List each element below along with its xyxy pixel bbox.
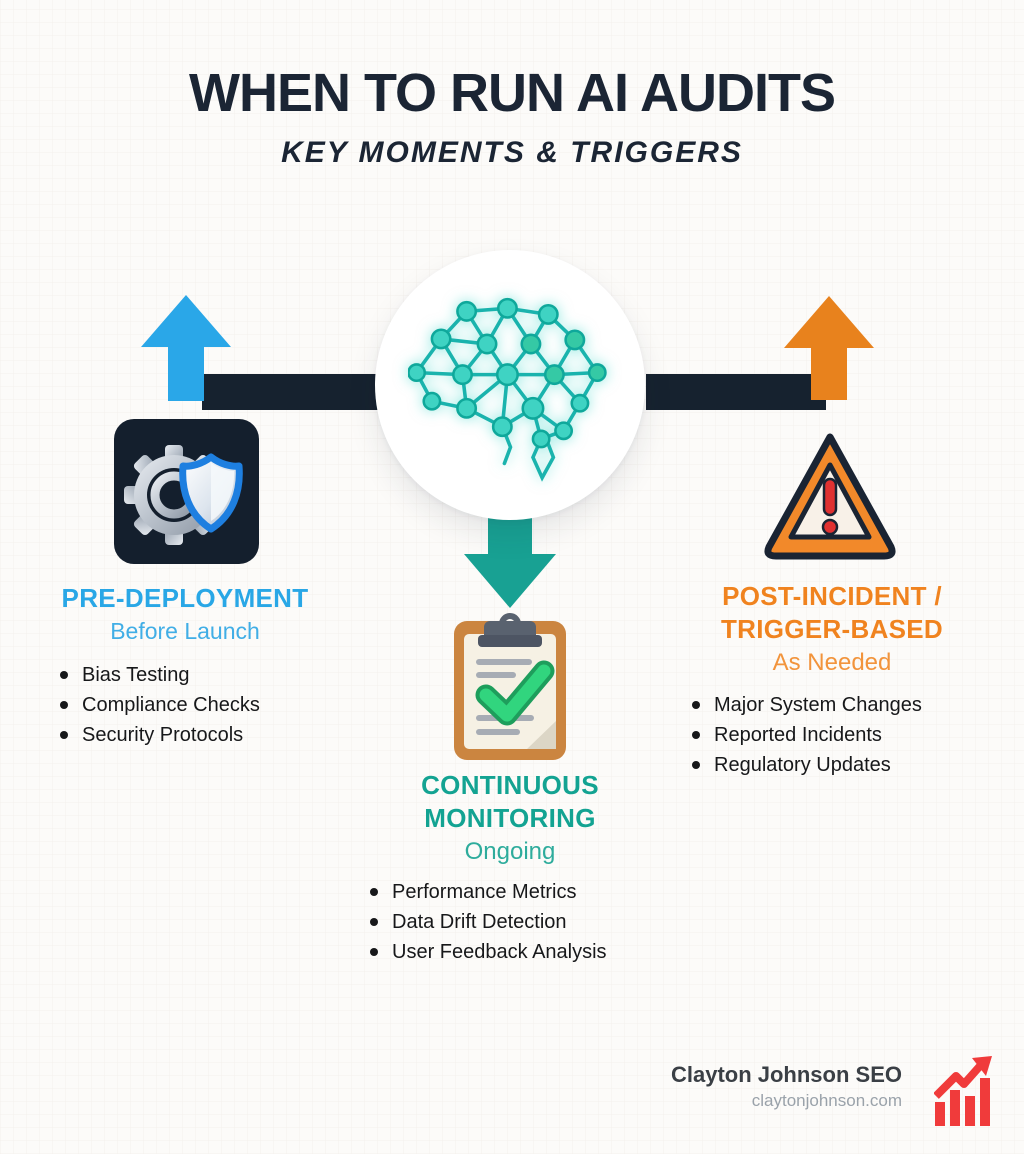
gear-shield-icon [114,419,259,564]
section-pre-deployment: PRE-DEPLOYMENT Before Launch [22,582,348,645]
bullet-dot [370,888,378,896]
post-incident-list: Major System Changes Reported Incidents … [692,690,922,780]
bullet-dot [60,701,68,709]
list-item: User Feedback Analysis [370,937,607,967]
list-item-label: Compliance Checks [82,694,260,716]
connector-bar-right [646,374,826,410]
bullet-dot [370,918,378,926]
neural-network-brain-icon [407,297,607,482]
bullet-dot [692,731,700,739]
list-item-label: Major System Changes [714,694,922,716]
section-continuous-monitoring: CONTINUOUS MONITORING Ongoing [355,769,665,866]
up-arrow-orange-icon [784,296,874,400]
clipboard-check-icon [454,613,566,760]
up-arrow-blue-icon [141,295,231,401]
bullet-dot [692,701,700,709]
list-item-label: Reported Incidents [714,724,882,746]
central-hub-circle [375,250,645,520]
list-item-label: Security Protocols [82,724,244,746]
page-subtitle: KEY MOMENTS & TRIGGERS [281,136,743,169]
list-item-label: Performance Metrics [392,881,577,903]
post-incident-subheading: As Needed [772,649,892,676]
down-arrow-teal-icon [464,498,556,608]
list-item: Regulatory Updates [692,750,922,780]
continuous-monitoring-list: Performance Metrics Data Drift Detection… [370,877,607,967]
list-item-label: Data Drift Detection [392,911,567,933]
footer-credit: Clayton Johnson SEO claytonjohnson.com [671,1062,902,1111]
list-item: Security Protocols [60,720,260,750]
warning-triangle-icon [764,433,896,560]
pre-deployment-subheading: Before Launch [110,618,260,644]
list-item: Bias Testing [60,660,260,690]
continuous-monitoring-subheading: Ongoing [464,838,556,865]
section-post-incident: POST-INCIDENT / TRIGGER-BASED As Needed [662,580,1002,677]
website-url: claytonjohnson.com [751,1091,902,1110]
post-incident-heading: POST-INCIDENT / TRIGGER-BASED [720,581,944,644]
brand-name: Clayton Johnson SEO [670,1062,902,1087]
bullet-dot [692,761,700,769]
bullet-dot [60,671,68,679]
pre-deployment-list: Bias Testing Compliance Checks Security … [60,660,260,750]
connector-bar-left [202,374,380,410]
list-item-label: User Feedback Analysis [392,941,607,963]
bar-chart-growth-icon [934,1056,992,1126]
list-item: Major System Changes [692,690,922,720]
continuous-monitoring-heading: CONTINUOUS MONITORING [421,770,599,833]
list-item-label: Bias Testing [82,664,190,686]
bullet-dot [370,948,378,956]
list-item: Compliance Checks [60,690,260,720]
list-item: Reported Incidents [692,720,922,750]
list-item: Performance Metrics [370,877,607,907]
bullet-dot [60,731,68,739]
pre-deployment-heading: PRE-DEPLOYMENT [61,583,309,613]
list-item: Data Drift Detection [370,907,607,937]
list-item-label: Regulatory Updates [714,754,891,776]
page-title: WHEN TO RUN AI AUDITS [189,63,836,123]
